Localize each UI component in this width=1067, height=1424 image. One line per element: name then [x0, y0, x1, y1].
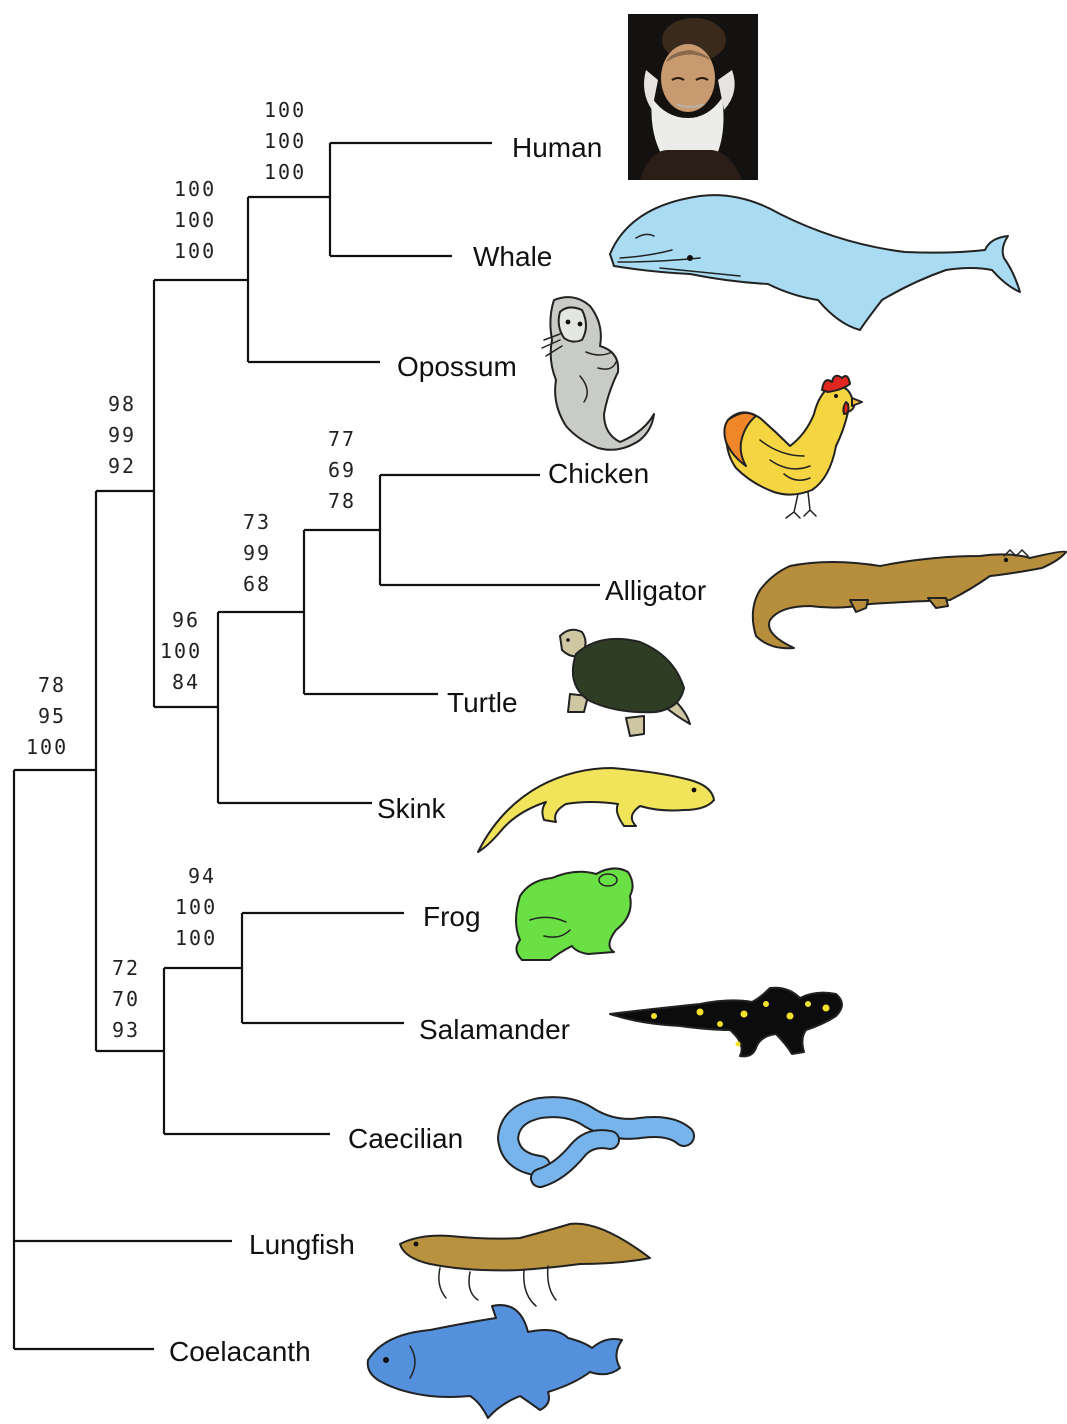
taxon-label-turtle: Turtle	[447, 687, 518, 718]
support-value: 100	[264, 160, 306, 184]
support-value: 78	[328, 489, 356, 513]
support-value: 98	[108, 392, 136, 416]
skink-illustration	[478, 768, 714, 852]
taxon-labels: Human Whale Opossum Chicken Alligator Tu…	[169, 132, 706, 1367]
support-value: 68	[243, 572, 271, 596]
alligator-illustration	[753, 550, 1066, 648]
support-value: 100	[160, 639, 202, 663]
branch-human-whale-node	[330, 143, 492, 256]
support-value: 100	[174, 239, 216, 263]
support-value: 92	[108, 454, 136, 478]
support-value: 69	[328, 458, 356, 482]
whale-illustration	[610, 195, 1020, 330]
taxon-label-alligator: Alligator	[605, 575, 706, 606]
human-portrait-image	[628, 14, 758, 180]
support-value: 95	[38, 704, 66, 728]
support-value: 96	[172, 608, 200, 632]
lungfish-illustration	[400, 1224, 650, 1306]
support-value: 84	[172, 670, 200, 694]
support-reptiles: 96 100 84	[160, 608, 202, 694]
spotted-salamander-illustration	[610, 988, 842, 1057]
branch-mammal-node	[248, 197, 380, 362]
taxon-label-opossum: Opossum	[397, 351, 517, 382]
coelacanth-illustration	[368, 1305, 622, 1418]
support-tetrapods: 78 95 100	[26, 673, 68, 759]
opossum-illustration	[542, 297, 654, 450]
caecilian-illustration	[508, 1107, 684, 1178]
branch-chicken-alligator-node	[380, 475, 600, 585]
support-value: 72	[112, 956, 140, 980]
support-frog-salamander: 94 100 100	[175, 864, 217, 950]
frog-illustration	[516, 868, 633, 960]
support-value: 99	[108, 423, 136, 447]
branch-amphibian-node	[164, 968, 330, 1134]
taxon-label-skink: Skink	[377, 793, 446, 824]
support-value: 100	[264, 98, 306, 122]
support-value: 100	[174, 208, 216, 232]
support-archosaurs-turtle: 73 99 68	[243, 510, 271, 596]
tree-branches	[14, 143, 600, 1349]
taxon-label-human: Human	[512, 132, 602, 163]
branch-reptile-node	[218, 612, 372, 803]
support-value: 100	[175, 926, 217, 950]
support-chicken-alligator: 77 69 78	[328, 427, 356, 513]
taxon-label-chicken: Chicken	[548, 458, 649, 489]
taxon-label-coelacanth: Coelacanth	[169, 1336, 311, 1367]
support-value: 100	[26, 735, 68, 759]
branch-root-node	[14, 770, 232, 1349]
support-amniotes: 98 99 92	[108, 392, 136, 478]
support-value: 99	[243, 541, 271, 565]
support-value: 100	[175, 895, 217, 919]
support-human-whale: 100 100 100	[264, 98, 306, 184]
support-value: 100	[174, 177, 216, 201]
branch-archosaur-turtle-node	[304, 530, 438, 694]
support-value: 77	[328, 427, 356, 451]
taxon-label-salamander: Salamander	[419, 1014, 570, 1045]
taxon-label-frog: Frog	[423, 901, 481, 932]
rooster-illustration	[724, 376, 862, 518]
support-value: 78	[38, 673, 66, 697]
taxon-label-whale: Whale	[473, 241, 552, 272]
branch-frog-salamander-node	[242, 913, 404, 1023]
support-value: 93	[112, 1018, 140, 1042]
support-value: 100	[264, 129, 306, 153]
taxon-label-lungfish: Lungfish	[249, 1229, 355, 1260]
support-values: 100 100 100 100 100 100 98 99 92 77 69 7…	[26, 98, 356, 1042]
support-value: 70	[112, 987, 140, 1011]
support-value: 94	[188, 864, 216, 888]
support-mammals: 100 100 100	[174, 177, 216, 263]
support-amphibians: 72 70 93	[112, 956, 140, 1042]
taxon-label-caecilian: Caecilian	[348, 1123, 463, 1154]
support-value: 73	[243, 510, 271, 534]
turtle-illustration	[560, 630, 690, 736]
